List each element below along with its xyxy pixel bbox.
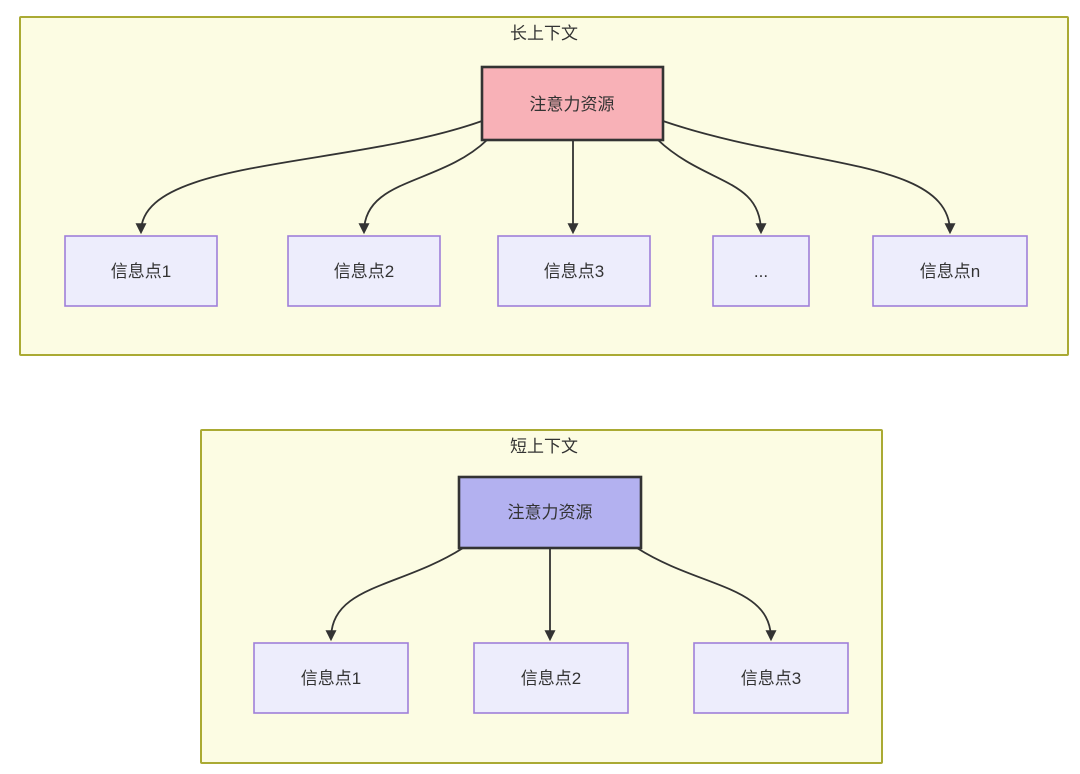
- edge-short-to-info3: [636, 547, 777, 642]
- info-node-long-ellipsis-bg: [712, 235, 810, 307]
- info-node-long-n-bg: [872, 235, 1028, 307]
- info-node-short-3-bg: [693, 642, 849, 714]
- panel-short-context-title: 短上下文: [510, 437, 578, 456]
- edge-long-to-infon: [662, 120, 956, 235]
- panel-long-context: 长上下文 注意力资源 信息点1 信息点2 信息点3 ...: [19, 16, 1069, 356]
- panel-short-context: 短上下文 注意力资源 信息点1 信息点2 信息点3: [200, 429, 883, 764]
- info-node-short-1-label: 信息点1: [301, 669, 361, 688]
- edge-long-to-ellipsis: [657, 139, 767, 235]
- info-node-short-1: 信息点1: [253, 642, 409, 714]
- info-node-long-ellipsis: ...: [712, 235, 810, 307]
- info-node-long-1: 信息点1: [64, 235, 218, 307]
- info-node-short-1-bg: [253, 642, 409, 714]
- info-node-long-2-bg: [287, 235, 441, 307]
- attention-node-short-bg: [457, 475, 643, 550]
- attention-node-short: 注意力资源: [457, 475, 643, 550]
- info-node-short-2-bg: [473, 642, 629, 714]
- info-node-short-2-label: 信息点2: [521, 669, 581, 688]
- info-node-long-1-bg: [64, 235, 218, 307]
- panel-long-context-title: 长上下文: [510, 24, 578, 43]
- info-node-short-2: 信息点2: [473, 642, 629, 714]
- edge-short-to-info1: [325, 547, 464, 642]
- attention-node-long-label: 注意力资源: [530, 95, 615, 114]
- attention-node-short-label: 注意力资源: [508, 503, 593, 522]
- info-node-long-ellipsis-label: ...: [754, 262, 768, 281]
- info-node-short-3-label: 信息点3: [741, 669, 801, 688]
- edge-long-to-info2: [358, 139, 488, 235]
- info-node-long-2-label: 信息点2: [334, 262, 394, 281]
- info-node-short-3: 信息点3: [693, 642, 849, 714]
- edge-long-to-info1: [135, 120, 483, 235]
- info-node-long-3-bg: [497, 235, 651, 307]
- info-node-long-3: 信息点3: [497, 235, 651, 307]
- info-node-long-n-label: 信息点n: [920, 262, 980, 281]
- attention-node-long-bg: [480, 65, 665, 142]
- info-node-long-1-label: 信息点1: [111, 262, 171, 281]
- info-node-long-n: 信息点n: [872, 235, 1028, 307]
- info-node-long-3-label: 信息点3: [544, 262, 604, 281]
- info-node-long-2: 信息点2: [287, 235, 441, 307]
- attention-node-long: 注意力资源: [480, 65, 665, 142]
